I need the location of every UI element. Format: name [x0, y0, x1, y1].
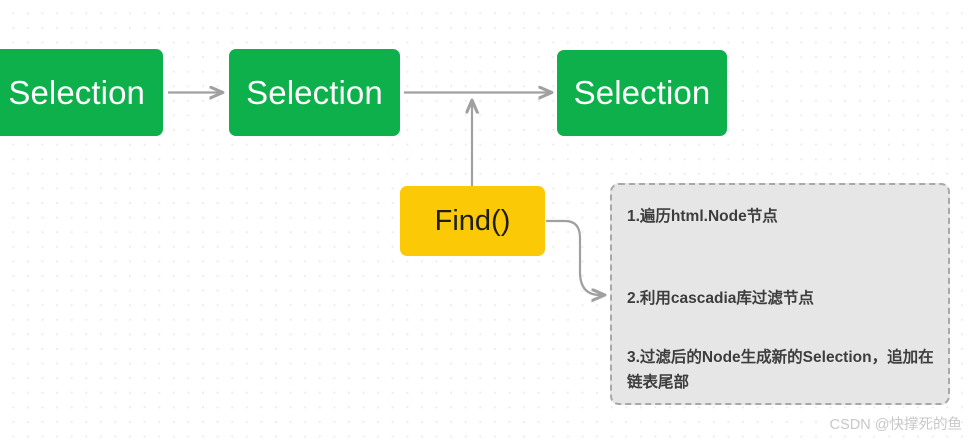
- node-selection-1[interactable]: Selection: [0, 49, 163, 136]
- arrow-find-to-steps: [545, 219, 604, 295]
- step-item-1: 1.遍历html.Node节点: [627, 208, 778, 225]
- steps-panel: 1.遍历html.Node节点 2.利用cascadia库过滤节点 3.过滤后的…: [610, 183, 950, 405]
- step-item-2: 2.利用cascadia库过滤节点: [627, 290, 814, 307]
- node-find[interactable]: Find(): [400, 186, 545, 256]
- step-item-3: 3.过滤后的Node生成新的Selection，追加在链表尾部: [627, 349, 934, 391]
- node-selection-1-label: Selection: [8, 73, 145, 111]
- node-selection-2[interactable]: Selection: [229, 49, 400, 136]
- node-selection-3[interactable]: Selection: [557, 50, 727, 136]
- node-selection-2-label: Selection: [246, 73, 383, 111]
- node-find-label: Find(): [434, 204, 511, 237]
- node-selection-3-label: Selection: [573, 74, 711, 111]
- watermark: CSDN @快撑死的鱼: [829, 417, 962, 433]
